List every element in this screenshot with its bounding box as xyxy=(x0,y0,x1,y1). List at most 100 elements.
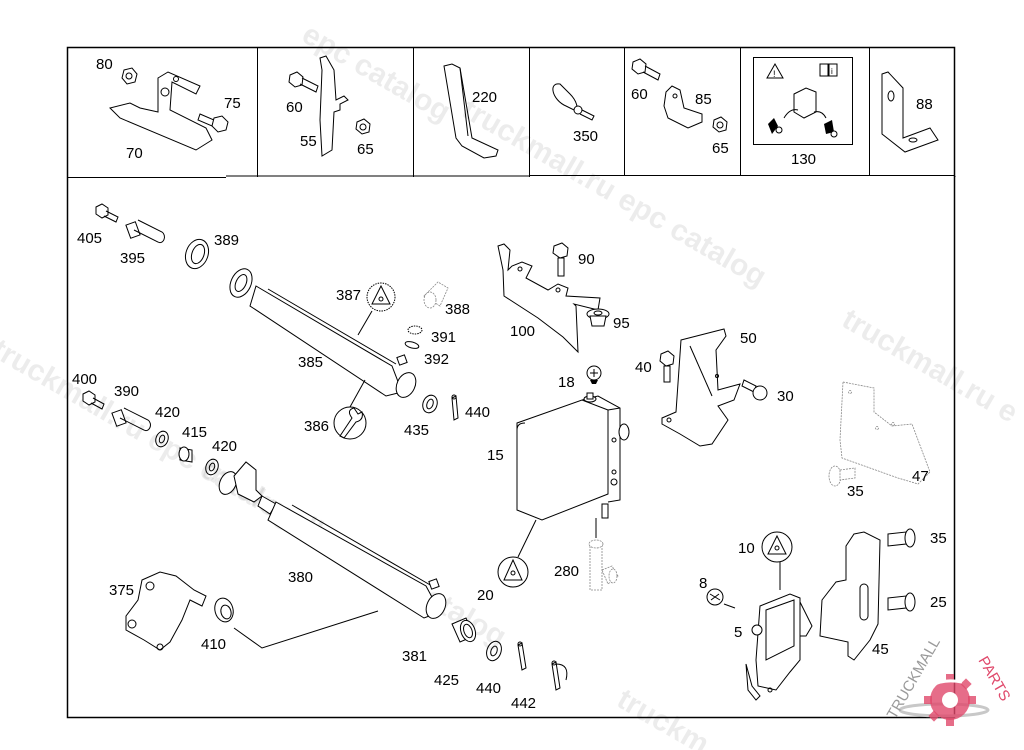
bolt-35-icon xyxy=(828,465,856,487)
seal-ring-389-icon xyxy=(184,238,210,270)
washer-435-icon xyxy=(422,394,438,414)
callout-label: 10 xyxy=(738,540,755,557)
callout-label: 435 xyxy=(404,422,429,439)
bracket-85-icon xyxy=(663,85,703,129)
bracket-100-icon xyxy=(497,243,601,354)
callout-label: 40 xyxy=(635,359,652,376)
valve-5-icon xyxy=(745,593,813,701)
callout-label: 420 xyxy=(155,404,180,421)
callout-label: 75 xyxy=(224,95,241,112)
callout-label: 386 xyxy=(304,418,329,435)
callout-label: 60 xyxy=(286,99,303,116)
callout-label: 5 xyxy=(734,624,742,641)
bushing-410-icon xyxy=(214,597,234,623)
callout-label: 392 xyxy=(424,351,449,368)
callout-label: 55 xyxy=(300,133,317,150)
callout-label: 391 xyxy=(431,329,456,346)
bracket-45-icon xyxy=(819,531,881,661)
bolt-icon xyxy=(197,113,229,133)
reservoir-group: 18 15 20 280 xyxy=(477,365,630,604)
center-bracket-group: 90 100 95 xyxy=(497,242,630,354)
bushing-415-icon xyxy=(178,446,193,463)
callout-label: 70 xyxy=(126,145,143,162)
callout-label: 18 xyxy=(558,374,575,391)
lower-cylinder-group: 400 390 420 415 420 380 375 410 381 425 … xyxy=(72,371,568,712)
cylinder-385-icon xyxy=(229,268,417,398)
callout-label: 85 xyxy=(695,91,712,108)
bolt-40-icon xyxy=(659,350,675,383)
callout-label: 95 xyxy=(613,315,630,332)
bracket-47-icon xyxy=(839,381,931,485)
top-box-6: ! i 130 xyxy=(753,57,853,168)
callout-label: 385 xyxy=(298,354,323,371)
callout-label: 440 xyxy=(476,680,501,697)
callout-label: 395 xyxy=(120,250,145,267)
tri-symbol-20-icon xyxy=(497,519,537,588)
angle-bracket-88-icon xyxy=(881,71,939,153)
flange-nut-95-icon xyxy=(586,308,610,327)
bushing-381-icon xyxy=(451,617,477,643)
nut-icon xyxy=(712,116,728,133)
callout-label: 442 xyxy=(511,695,536,712)
callout-label: 375 xyxy=(109,582,134,599)
top-box-4: 350 xyxy=(552,83,598,145)
svg-text:i: i xyxy=(831,67,833,76)
cylinder-380-icon xyxy=(218,461,447,619)
washer-420-icon xyxy=(155,430,169,448)
callout-label: 30 xyxy=(777,388,794,405)
callout-label: 380 xyxy=(288,569,313,586)
filter-391-icon xyxy=(407,325,423,335)
callout-label: 25 xyxy=(930,594,947,611)
bolt-35-icon xyxy=(887,528,916,548)
warning-icon: ! xyxy=(766,62,784,79)
watermark: truckm xyxy=(612,682,715,750)
callout-label: 410 xyxy=(201,636,226,653)
top-box-1: 80 75 70 xyxy=(96,56,241,162)
callout-label: 80 xyxy=(96,56,113,73)
bolt-25-icon xyxy=(887,592,916,612)
tee-fitting-280-icon xyxy=(588,518,619,591)
callout-label: 45 xyxy=(872,641,889,658)
bracket-375-icon xyxy=(125,571,207,651)
nut-icon xyxy=(355,118,371,135)
callout-label: 90 xyxy=(578,251,595,268)
top-box-5: 60 85 65 xyxy=(631,58,729,157)
tri-symbol-10-icon xyxy=(761,531,793,590)
clevis-395-icon xyxy=(125,219,165,244)
callout-label: 388 xyxy=(445,301,470,318)
breather-18-icon xyxy=(586,365,602,384)
callout-label: 35 xyxy=(847,483,864,500)
ring-392-icon xyxy=(404,341,420,349)
spring-pin-442-icon xyxy=(551,660,568,691)
bolt-icon xyxy=(288,71,319,93)
callout-label: 425 xyxy=(434,672,459,689)
top-box-7: 88 xyxy=(881,71,939,153)
callout-label: 35 xyxy=(930,530,947,547)
clevis-390-icon xyxy=(111,407,151,432)
top-box-2: 60 55 65 xyxy=(286,55,374,158)
callout-label: 400 xyxy=(72,371,97,388)
breather-8-icon xyxy=(706,588,736,609)
callout-label: 440 xyxy=(465,404,490,421)
valve-pictogram-icon xyxy=(768,87,838,138)
callout-label: 280 xyxy=(554,563,579,580)
cotter-pin-440-icon xyxy=(451,394,459,421)
bolt-405-icon xyxy=(95,203,119,223)
bracket-47-group: 47 35 xyxy=(828,381,931,500)
callout-label: 415 xyxy=(182,424,207,441)
callout-label: 20 xyxy=(477,587,494,604)
callout-label: 405 xyxy=(77,230,102,247)
callout-label: 390 xyxy=(114,383,139,400)
callout-label: 60 xyxy=(631,86,648,103)
callout-label: 50 xyxy=(740,330,757,347)
callout-label: 65 xyxy=(712,140,729,157)
bracket-55-icon xyxy=(319,55,349,157)
callout-label: 420 xyxy=(212,438,237,455)
callout-label: 130 xyxy=(791,151,816,168)
callout-label: 65 xyxy=(357,141,374,158)
tri-symbol-387-icon xyxy=(357,282,396,336)
logo-text-accent: PARTS xyxy=(975,654,1014,705)
top-box-3: 220 xyxy=(443,63,499,159)
callout-label: 350 xyxy=(573,128,598,145)
manual-book-icon: i xyxy=(819,63,838,77)
